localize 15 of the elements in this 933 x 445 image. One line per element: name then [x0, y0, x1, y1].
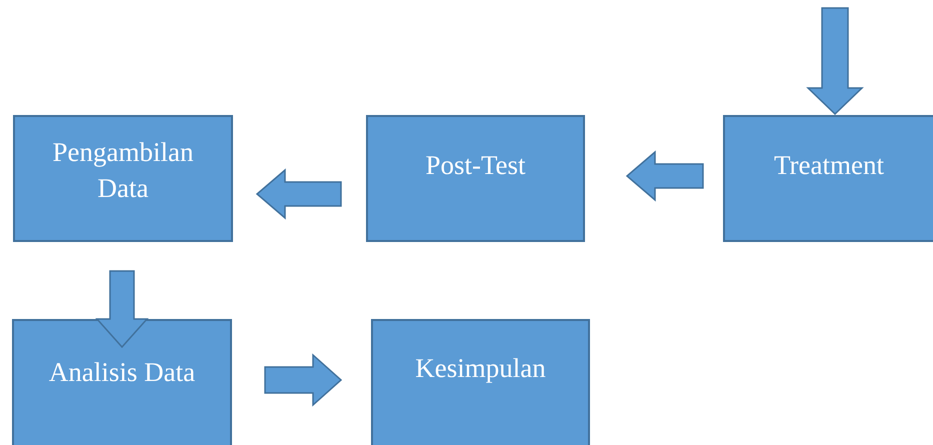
box-label: Post-Test [425, 148, 526, 182]
box-label: Treatment [774, 148, 884, 182]
box-label: Analisis Data [48, 356, 196, 389]
process-box [371, 319, 590, 445]
process-box [13, 115, 233, 242]
box-label: Pengambilan Data [52, 136, 194, 204]
block-arrow [95, 270, 149, 348]
box-label: Kesimpulan [415, 352, 546, 385]
block-arrow [626, 150, 704, 202]
process-box [723, 115, 933, 242]
block-arrow [806, 7, 864, 116]
block-arrow [264, 353, 342, 407]
process-box [12, 319, 232, 445]
block-arrow [256, 168, 342, 220]
process-box [366, 115, 585, 242]
